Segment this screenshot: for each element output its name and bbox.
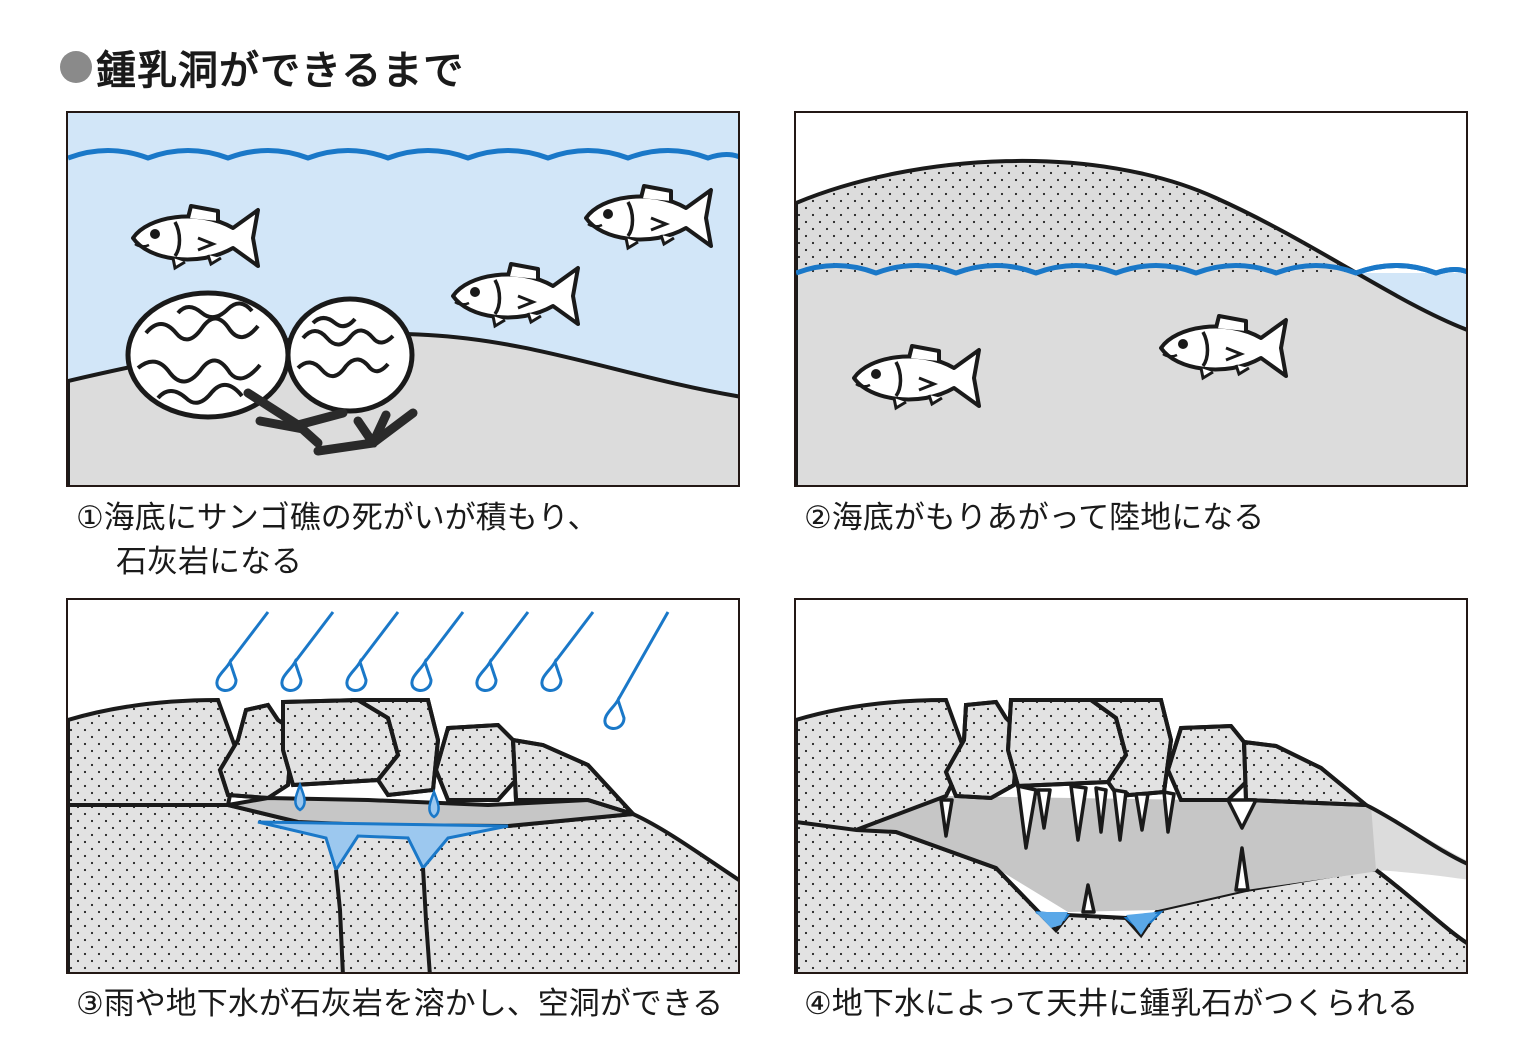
step-2-caption: ②海底がもりあがって陸地になる: [804, 496, 1264, 540]
step-4-illustration: [796, 600, 1466, 972]
limestone-blocks: [943, 698, 1466, 945]
rain: [228, 611, 670, 701]
step-1-illustration: [68, 113, 738, 485]
step-3-caption: ③雨や地下水が石灰岩を溶かし、空洞ができる: [76, 982, 723, 1026]
coral-icon: [125, 290, 415, 420]
step-2-caption-line-1: ②海底がもりあがって陸地になる: [804, 500, 1265, 536]
step-1-caption-line-2: 石灰岩になる: [116, 544, 302, 580]
step-2-illustration: [796, 113, 1466, 485]
raindrop-icon: [215, 658, 626, 730]
step-4-caption-line-1: ④地下水によって天井に鍾乳石がつくられる: [804, 986, 1419, 1022]
stalactite-icon: [939, 784, 1258, 850]
raindrop-icon: [294, 781, 440, 819]
page-title: 鍾乳洞ができるまで: [60, 38, 464, 96]
stalagmite-icon: [1081, 846, 1250, 914]
step-2-panel: [794, 111, 1468, 487]
step-1-panel: [66, 111, 740, 487]
step-3-illustration: [68, 600, 738, 972]
groundwater: [257, 820, 509, 874]
step-1-caption: ①海底にサンゴ礁の死がいが積もり、石灰岩になる: [76, 496, 599, 584]
limestone-blocks: [217, 697, 640, 819]
sediment-texture: [796, 160, 1356, 273]
step-3-caption-line-1: ③雨や地下水が石灰岩を溶かし、空洞ができる: [76, 986, 724, 1022]
coral-branch: [243, 388, 418, 456]
bullet-icon: [60, 51, 92, 83]
step-1-caption-line-1: ①海底にサンゴ礁の死がいが積もり、: [76, 500, 599, 536]
step-3-panel: [66, 598, 740, 974]
cavity: [856, 796, 1386, 912]
step-4-panel: [794, 598, 1468, 974]
step-4-caption: ④地下水によって天井に鍾乳石がつくられる: [804, 982, 1418, 1026]
wave-icon: [68, 148, 738, 161]
page-title-text: 鍾乳洞ができるまで: [96, 48, 465, 94]
